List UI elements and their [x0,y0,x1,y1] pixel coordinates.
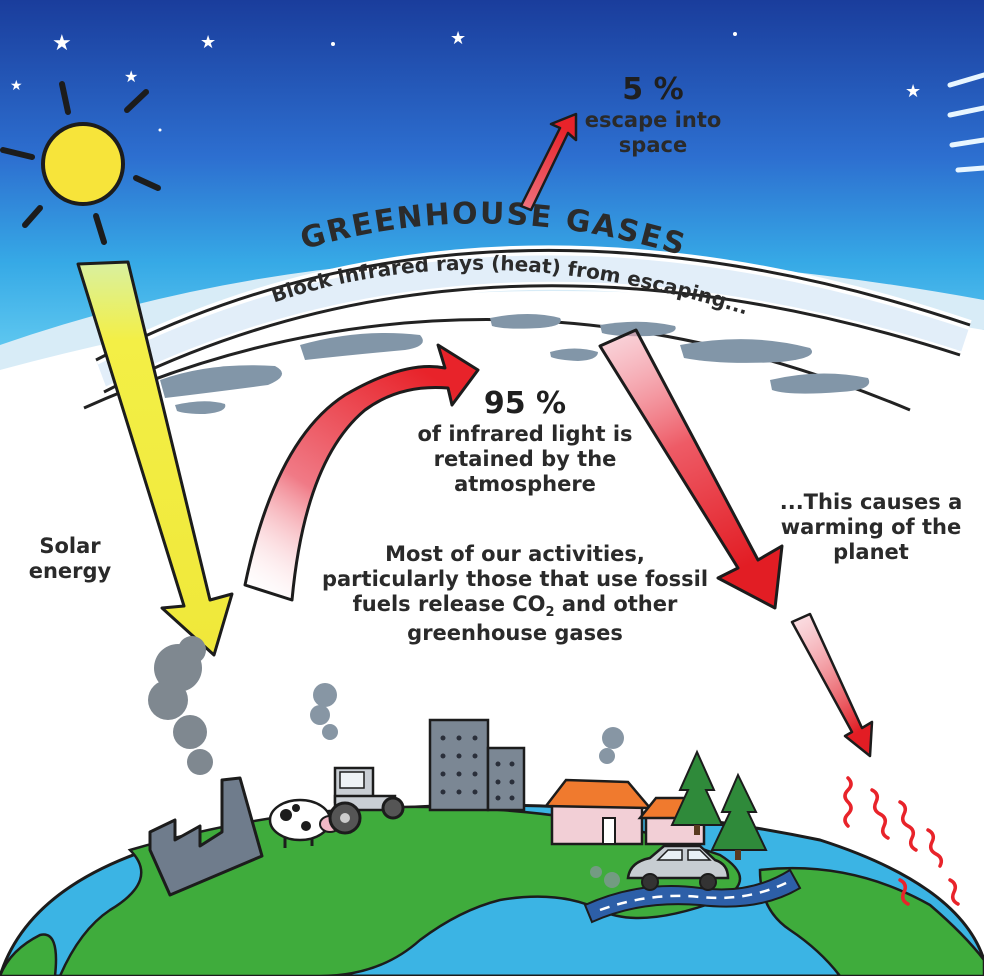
star-icon: ★ [450,28,466,49]
house-icon [543,778,653,846]
cloud-icon [770,373,870,394]
star-icon: ★ [200,32,216,53]
stars: ★ ★ ★ ★ ★ ★ [10,28,921,132]
retained-infrared-arrow [243,343,480,602]
solar-label: Solar energy [20,534,120,584]
warming-line2: warming of the [780,515,962,540]
star-icon: ★ [52,31,72,56]
escape-label: 5 % escape into space [578,72,728,158]
heat-wave-icon [843,776,960,906]
retained-line1: of infrared light is [417,422,633,446]
co2-subscript: 2 [545,605,555,621]
escape-line1: escape into [584,108,722,132]
tractor-smoke [310,683,338,740]
warming-label: ...This causes a warming of the planet [766,490,976,566]
cloud-icon [490,314,561,329]
solar-line2: energy [28,559,112,584]
activities-line3-post: and other [554,592,678,617]
activities-line4: greenhouse gases [407,621,623,646]
factory-icon [148,776,264,897]
solar-energy-arrow [76,260,234,657]
cloud-icon [680,339,812,363]
sun-icon [0,81,161,245]
retained-line3: atmosphere [454,472,596,497]
activities-line1: Most of our activities, [385,542,645,566]
cloud-icon [550,348,598,361]
tree-icon [710,772,768,860]
cloud-icon [300,332,423,360]
activities-line2: particularly those that use fossil [321,567,709,592]
cloud-icon [600,321,676,337]
car-exhaust [590,866,620,888]
warming-line1: ...This causes a [779,490,963,514]
retained-label: 95 % of infrared light is retained by th… [380,386,670,498]
warming-line3: planet [833,540,909,565]
solar-line1: Solar [39,534,101,558]
star-icon: ★ [124,67,138,86]
greenhouse-band [96,250,970,392]
cloud-icon [175,401,226,414]
warming-arrow [790,612,874,758]
escape-arrow [519,112,578,212]
retained-line2: retained by the [433,447,617,472]
escape-line2: space [618,133,688,158]
cloud-icon [160,365,283,398]
tree-icon [670,749,724,835]
earth-icon [0,803,984,976]
retained-percent: 95 % [483,386,567,421]
car-icon [626,844,730,891]
house-smoke [599,727,624,764]
tractor-icon [328,766,405,835]
star-icon: ★ [905,81,921,102]
light-streaks [947,72,984,173]
activities-line3-pre: fuels release CO [352,592,546,617]
cloud-streaks [160,314,870,414]
star-icon: ★ [10,78,23,94]
factory-smoke [148,636,213,775]
escape-percent: 5 % [622,72,684,107]
reflected-heat-arrow [598,328,784,610]
activities-label: Most of our activities, particularly tho… [295,542,735,646]
activities-line3: fuels release CO2 and other [295,592,735,621]
building-icon [428,718,526,812]
